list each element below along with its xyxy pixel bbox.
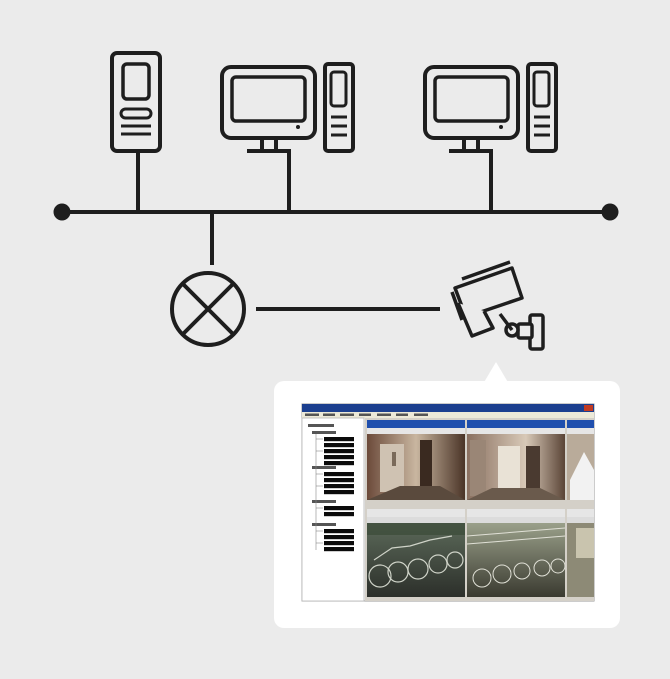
window-titlebar (302, 404, 594, 412)
camera-feed-tile (567, 509, 594, 597)
software-screenshot-card (274, 362, 620, 628)
camera-tree-panel (301, 417, 365, 602)
camera-feed-tile (367, 420, 465, 500)
bus-end-right (601, 203, 619, 221)
desktop-computer-icon (423, 62, 558, 153)
surveillance-camera-icon (450, 260, 545, 351)
crossed-circle-icon (170, 271, 246, 347)
viewer-window (301, 403, 595, 602)
desktop-computer-icon (220, 62, 355, 153)
camera-feed-tile (466, 509, 566, 597)
camera-feed-tile (367, 509, 465, 597)
camera-feed-grid (365, 418, 594, 601)
camera-feed-tile (467, 420, 565, 500)
card-pointer (483, 362, 509, 384)
camera-feed-tile (567, 420, 594, 500)
connector-lines (136, 152, 493, 311)
tower-server-icon (110, 51, 162, 153)
bus-end-left (53, 203, 71, 221)
window-menubar (302, 412, 594, 418)
